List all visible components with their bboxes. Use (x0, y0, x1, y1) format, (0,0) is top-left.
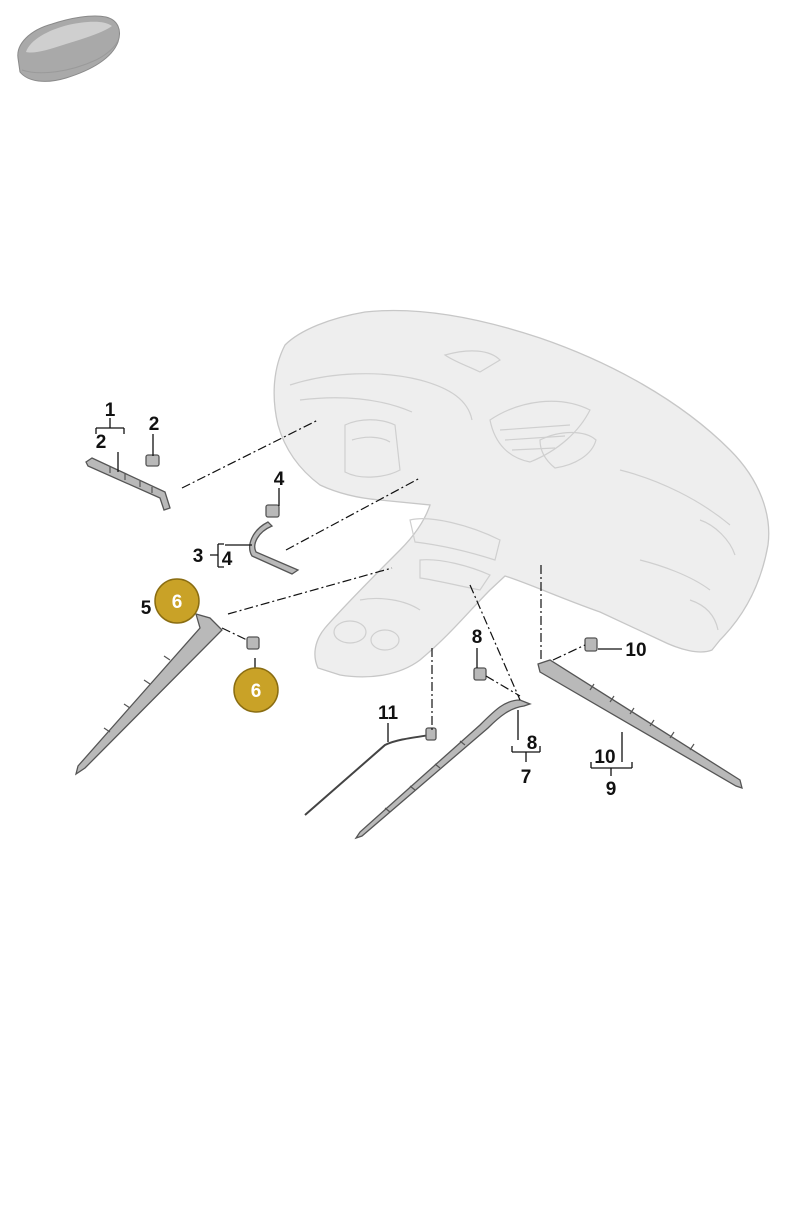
car-thumbnail-icon[interactable] (17, 15, 120, 82)
part-cable-11[interactable] (304, 727, 437, 816)
callout-label: 6 (172, 592, 183, 613)
part-light-strip-left[interactable] (74, 613, 223, 776)
part-light-strip-center[interactable] (354, 699, 532, 840)
highlight-callout-6-upper[interactable]: 6 (154, 578, 200, 624)
part-trim-strip-left[interactable] (85, 457, 171, 511)
part-clip-2[interactable] (145, 454, 160, 467)
callout-4[interactable]: 4 (222, 549, 233, 570)
part-clip-4[interactable] (265, 504, 280, 518)
callout-8[interactable]: 8 (527, 733, 538, 754)
callout-8[interactable]: 8 (472, 627, 483, 648)
callout-4[interactable]: 4 (274, 469, 285, 490)
callout-1[interactable]: 1 (105, 400, 116, 421)
callout-10[interactable]: 10 (625, 640, 646, 661)
part-connector-6[interactable] (246, 636, 260, 650)
part-clip-8[interactable] (473, 667, 487, 681)
part-vent-trim[interactable] (249, 521, 300, 575)
callout-3[interactable]: 3 (193, 546, 204, 567)
callout-labels: 1 2 2 3 4 4 5 8 8 7 10 10 9 11 (96, 400, 647, 800)
part-clip-10[interactable] (584, 637, 598, 652)
leader-lines (95, 418, 633, 776)
connector-lines (181, 419, 586, 730)
part-light-strip-right[interactable] (537, 659, 743, 789)
callout-9[interactable]: 9 (606, 779, 617, 800)
callout-11[interactable]: 11 (378, 703, 399, 724)
callout-5[interactable]: 5 (141, 598, 152, 619)
dashboard-assembly (273, 309, 770, 678)
callout-2[interactable]: 2 (96, 432, 107, 453)
callout-10[interactable]: 10 (594, 747, 615, 768)
highlight-callout-6-lower[interactable]: 6 (233, 667, 279, 713)
callout-2[interactable]: 2 (149, 414, 160, 435)
callout-7[interactable]: 7 (521, 767, 532, 788)
callout-label: 6 (251, 681, 262, 702)
